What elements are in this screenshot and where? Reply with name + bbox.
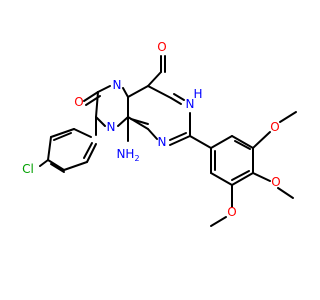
bond-line <box>95 116 106 127</box>
oxygen-methoxy-2-label: O <box>271 175 280 189</box>
bond-line <box>50 163 65 173</box>
molecule-structure: O O N N N N H NH2 Cl O O O <box>0 0 300 300</box>
bond-line <box>83 142 93 159</box>
bond-line <box>73 128 92 138</box>
bond-line <box>169 132 187 141</box>
bond-line <box>97 85 111 93</box>
bond-line <box>147 85 172 99</box>
bond-line <box>231 135 254 149</box>
bond-line <box>210 172 233 186</box>
bonds <box>39 55 297 227</box>
bond-line <box>86 143 97 163</box>
bond-line <box>234 140 251 150</box>
bond-line <box>173 93 185 101</box>
bond-line <box>252 172 271 182</box>
nitrogen-bottom-label: N <box>158 135 167 149</box>
nitrogen-top-label: N <box>113 78 122 92</box>
bond-line <box>127 85 149 98</box>
bond-line <box>189 135 212 149</box>
oxygen-left-label: O <box>74 95 83 109</box>
bond-line <box>147 128 158 140</box>
nitrogen-left-label: N <box>107 120 116 134</box>
hydrogen-right-label: H <box>193 87 202 101</box>
bond-line <box>231 170 250 181</box>
oxygen-top-label: O <box>157 40 166 54</box>
bond-line <box>231 172 254 186</box>
bond-line <box>147 71 162 87</box>
bond-line <box>95 91 99 118</box>
canvas-background <box>0 0 300 300</box>
bond-line <box>277 187 294 199</box>
bond-line <box>47 136 52 161</box>
bond-line <box>130 118 149 125</box>
bond-line <box>117 116 129 127</box>
bond-line <box>83 91 99 102</box>
atom-labels: O O N N N N H NH2 Cl O O O <box>22 40 281 219</box>
bond-line <box>279 111 297 123</box>
bond-line <box>47 159 65 171</box>
bond-line <box>85 95 101 106</box>
nitrogen-right-label: N <box>186 97 195 111</box>
amino-label: NH2 <box>116 147 139 163</box>
bond-line <box>63 161 88 171</box>
oxygen-methoxy-1-label: O <box>270 120 279 134</box>
bond-line <box>210 135 233 149</box>
oxygen-methoxy-3-label: O <box>227 205 236 219</box>
bond-line <box>39 159 49 167</box>
bond-line <box>170 97 182 105</box>
bond-line <box>53 132 72 141</box>
amino-main: NH <box>116 147 134 161</box>
bond-line <box>169 135 191 146</box>
bond-line <box>122 87 129 98</box>
chlorine-label: Cl <box>22 162 34 176</box>
amino-subscript: 2 <box>134 154 139 163</box>
bond-line <box>252 131 271 149</box>
bond-line <box>50 128 75 138</box>
bond-line <box>210 216 227 227</box>
